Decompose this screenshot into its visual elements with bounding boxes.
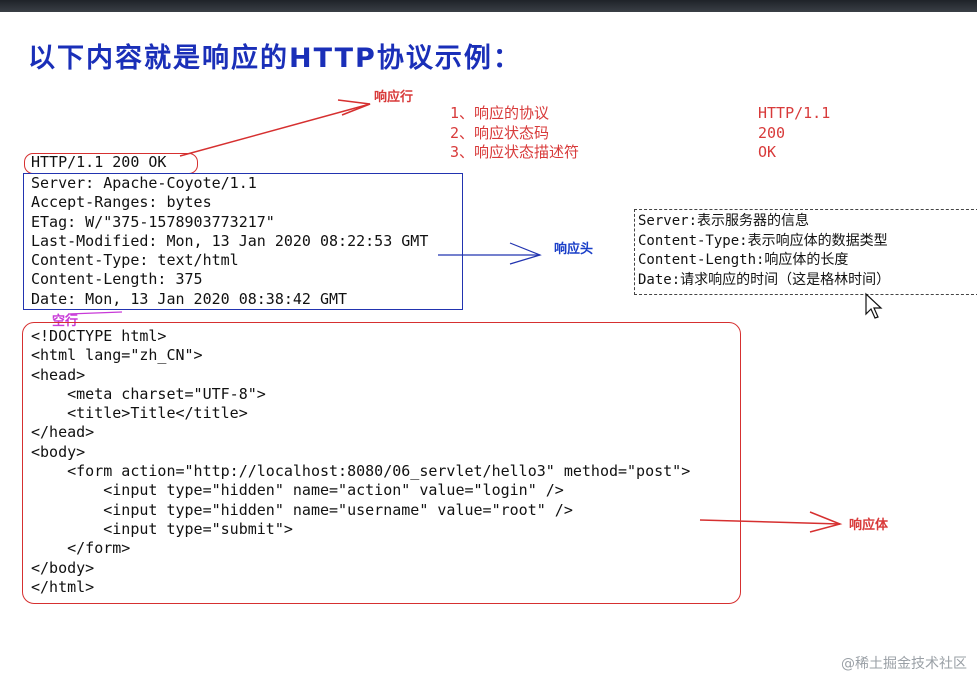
- header-explanation-text: Server:表示服务器的信息 Content-Type:表示响应体的数据类型 Co…: [638, 212, 890, 290]
- header-line: Date: Mon, 13 Jan 2020 08:38:42 GMT: [31, 289, 348, 308]
- header-line: Content-Type: text/html: [31, 251, 239, 270]
- response-body-highlight: [22, 322, 741, 604]
- explanation-line: Server:表示服务器的信息: [638, 213, 810, 229]
- body-line: <form action="http://localhost:8080/06_s…: [31, 462, 691, 481]
- response-body-block: <!DOCTYPE html><html lang="zh_CN"><head>…: [31, 327, 690, 597]
- response-header-arrowhead: [509, 242, 542, 265]
- response-line-label: 响应行: [374, 90, 414, 105]
- body-line: <title>Title</title>: [31, 404, 248, 423]
- body-line: </form>: [31, 539, 131, 558]
- explanation-line: Content-Type:表示响应体的数据类型: [638, 232, 888, 249]
- status-line-text: HTTP/1.1 200 OK: [31, 153, 167, 171]
- header-line: Content-Length: 375: [31, 270, 203, 289]
- explanation-line: Date:请求响应的时间（这是格林时间）: [638, 271, 891, 288]
- response-header-label: 响应头: [554, 242, 594, 257]
- response-body-label: 响应体: [849, 518, 889, 533]
- response-header-highlight: [23, 173, 463, 310]
- watermark: @稀土掘金技术社区: [841, 656, 967, 672]
- note-value: 200: [758, 123, 786, 142]
- body-line: </body>: [31, 558, 95, 577]
- response-line-arrow: [179, 103, 371, 157]
- body-line: <head>: [31, 365, 86, 384]
- body-line: <input type="submit">: [31, 519, 293, 538]
- body-line: <meta charset="UTF-8">: [31, 384, 266, 403]
- window-top-bar: [0, 0, 977, 12]
- body-line: <html lang="zh_CN">: [31, 346, 203, 365]
- header-line: Last-Modified: Mon, 13 Jan 2020 08:22:53…: [31, 231, 429, 250]
- note-value: HTTP/1.1: [758, 104, 831, 122]
- note-label: 2、响应状态码: [450, 123, 550, 142]
- response-body-arrowhead: [809, 511, 843, 533]
- explanation-line: Content-Length:响应体的长度: [638, 252, 849, 268]
- header-line: Server: Apache-Coyote/1.1: [31, 174, 257, 192]
- header-line: Accept-Ranges: bytes: [31, 193, 212, 212]
- note-value: OK: [758, 143, 777, 161]
- slide-title: 以下内容就是响应的HTTP协议示例：: [28, 43, 522, 74]
- body-line: </head>: [31, 423, 95, 442]
- body-line: </html>: [31, 577, 95, 596]
- response-line-arrowhead: [337, 99, 371, 116]
- note-label: 1、响应的协议: [450, 104, 550, 122]
- body-line: <input type="hidden" name="username" val…: [31, 500, 573, 519]
- body-line: <!DOCTYPE html>: [31, 327, 167, 345]
- mouse-cursor-icon: [865, 292, 883, 319]
- header-line: ETag: W/"375-1578903773217": [31, 212, 275, 231]
- body-line: <input type="hidden" name="action" value…: [31, 481, 564, 500]
- body-line: <body>: [31, 442, 86, 461]
- header-explanation-box: [634, 209, 977, 295]
- blank-line-label: 空行: [52, 314, 79, 329]
- note-label: 3、响应状态描述符: [450, 143, 580, 161]
